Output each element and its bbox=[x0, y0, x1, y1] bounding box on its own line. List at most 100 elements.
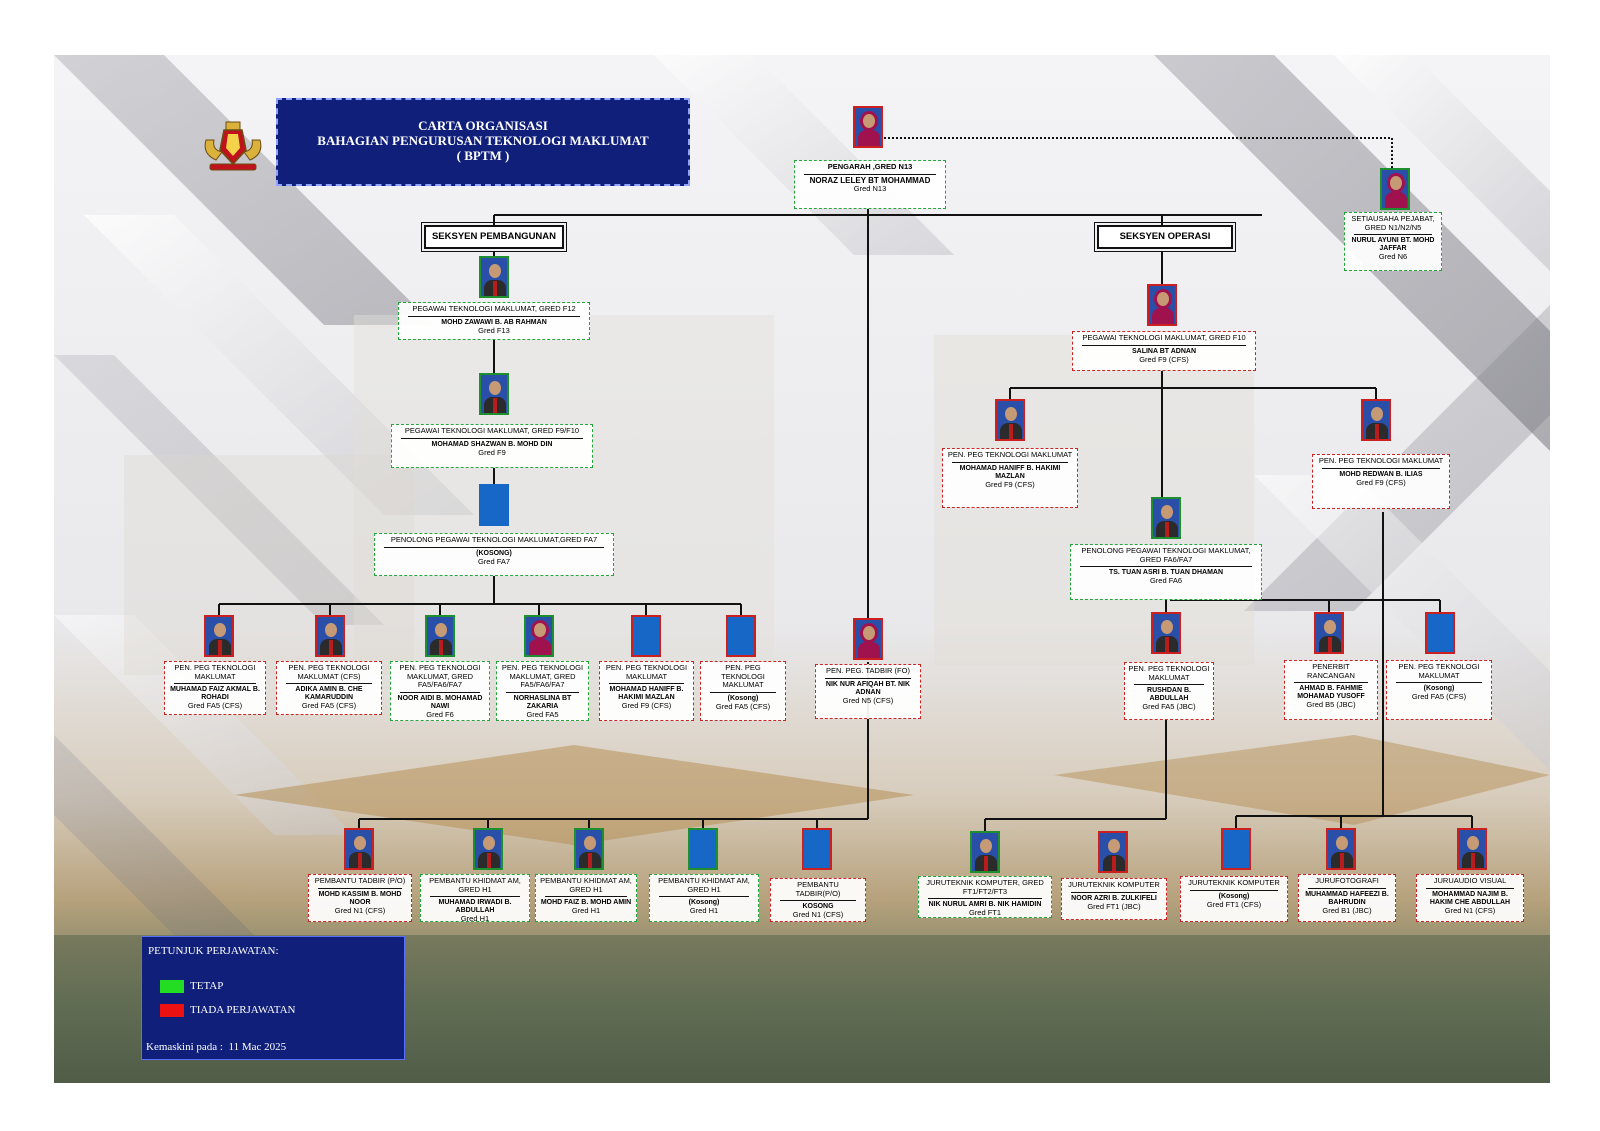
card-name: MOHAMMAD NAJIM B. HAKIM CHE ABDULLAH bbox=[1429, 890, 1511, 906]
updated-label: Kemaskini pada : bbox=[146, 1041, 223, 1053]
bottom-1-card: PEMBANTU TADBIR (P/O) MOHD KASSIM B. MOH… bbox=[308, 874, 412, 922]
bottom-2-photo bbox=[473, 828, 503, 870]
ops-left-officer-photo bbox=[995, 399, 1025, 441]
card-grade: Gred N5 (CFS) bbox=[842, 695, 894, 705]
admin-officer-card: PEN. PEG. TADBIR (FO) NIK NUR AFIQAH BT.… bbox=[815, 664, 921, 719]
card-role: PENERBIT RANCANGAN bbox=[1307, 662, 1355, 680]
card-role: PEMBANTU TADBIR (P/O) bbox=[314, 876, 406, 885]
dev-staff-3-photo bbox=[425, 615, 455, 657]
card-grade: Gred B1 (JBC) bbox=[1322, 905, 1372, 915]
ops-head-photo bbox=[1147, 284, 1177, 326]
dev-staff-5-card: PEN. PEG TEKNOLOGI MAKLUMAT MOHAMAD HANI… bbox=[599, 661, 694, 721]
chart-title-line-1: CARTA ORGANISASI bbox=[418, 118, 548, 133]
card-grade: Gred FA5 (CFS) bbox=[1411, 692, 1467, 701]
card-role: PEN. PEG TEKNOLOGI MAKLUMAT bbox=[605, 663, 688, 681]
card-grade: Gred F9 (CFS) bbox=[985, 479, 1035, 489]
bottom-10-card: JURUAUDIO VISUAL MOHAMMAD NAJIM B. HAKIM… bbox=[1416, 874, 1524, 922]
chart-background bbox=[54, 55, 1550, 1083]
legend-label-no-post: TIADA PERJAWATAN bbox=[190, 1004, 296, 1016]
card-role: JURUFOTOGRAFI bbox=[1315, 876, 1379, 885]
card-role: JURUTEKNIK KOMPUTER bbox=[1188, 878, 1280, 887]
card-role: JURUTEKNIK KOMPUTER bbox=[1068, 880, 1160, 889]
card-name: TS. TUAN ASRI B. TUAN DHAMAN bbox=[1108, 569, 1224, 576]
card-grade: Gred N1 (CFS) bbox=[334, 905, 386, 915]
card-grade: Gred H1 bbox=[689, 906, 719, 915]
card-name: MUHAMMAD HAFEEZI B. BAHRUDIN bbox=[1305, 890, 1389, 906]
card-grade: Gred FA7 bbox=[477, 556, 511, 566]
dev-staff-4-photo bbox=[524, 615, 554, 657]
card-name: NOOR AIDI B. MOHAMAD NAWI bbox=[397, 694, 483, 710]
card-role: PEN. PEG TEKNOLOGI MAKLUMAT bbox=[1318, 456, 1444, 465]
bottom-5-card: PEMBANTU TADBIR(P/O) KOSONG Gred N1 (CFS… bbox=[770, 878, 866, 922]
card-role: PEN. PEG TEKNOLOGI MAKLUMAT bbox=[1398, 662, 1480, 680]
card-grade: Gred FT1 bbox=[968, 908, 1002, 917]
card-grade: Gred FT1 (JBC) bbox=[1087, 901, 1141, 911]
dev-staff-4-card: PEN. PEG TEKNOLOGI MAKLUMAT, GRED FA5/FA… bbox=[496, 661, 589, 721]
card-grade: Gred FA6 bbox=[1149, 576, 1183, 585]
card-role: JURUAUDIO VISUAL bbox=[1433, 876, 1507, 885]
secretary-card: SETIAUSAHA PEJABAT, GRED N1/N2/N5 NURUL … bbox=[1344, 212, 1442, 271]
dev-staff-5-photo-vacant bbox=[631, 615, 661, 657]
card-grade: Gred F9 (CFS) bbox=[1139, 354, 1189, 364]
card-name: MOHD FAIZ B. MOHD AMIN bbox=[540, 899, 632, 906]
dev-staff-2-card: PEN. PEG TEKNOLOGI MAKLUMAT (CFS) ADIKA … bbox=[276, 661, 382, 715]
card-grade: Gred F9 (CFS) bbox=[1356, 477, 1406, 487]
card-grade: Gred N6 bbox=[1378, 252, 1408, 261]
state-crest-icon bbox=[204, 121, 262, 171]
bottom-8-card: JURUTEKNIK KOMPUTER (Kosong) Gred FT1 (C… bbox=[1180, 876, 1288, 922]
director-photo bbox=[853, 106, 883, 148]
card-name: NOOR AZRI B. ZULKIFELI bbox=[1071, 894, 1157, 902]
chart-title-box: CARTA ORGANISASI BAHAGIAN PENGURUSAN TEK… bbox=[276, 98, 690, 186]
card-grade: Gred F6 bbox=[426, 709, 454, 719]
background-art bbox=[54, 55, 1550, 1083]
card-name: MOHD KASSIM B. MOHD NOOR bbox=[318, 890, 402, 906]
card-grade: Gred F9 (CFS) bbox=[621, 701, 672, 710]
bottom-7-photo bbox=[1098, 831, 1128, 873]
card-grade: Gred N1 (CFS) bbox=[1444, 905, 1496, 915]
card-role: PEMBANTU KHIDMAT AM, GRED H1 bbox=[658, 876, 750, 894]
card-name: NIK NUR AFIQAH BT. NIK ADNAN bbox=[825, 680, 911, 696]
bottom-2-card: PEMBANTU KHIDMAT AM, GRED H1 MUHAMAD IRW… bbox=[420, 874, 530, 923]
legend-swatch-permanent bbox=[160, 980, 184, 993]
bottom-4-photo-vacant bbox=[688, 828, 718, 870]
ops-assistant-card: PENOLONG PEGAWAI TEKNOLOGI MAKLUMAT, GRE… bbox=[1070, 544, 1262, 600]
dev-staff-1-photo bbox=[204, 615, 234, 657]
dev-staff-6-card: PEN. PEG TEKNOLOGI MAKLUMAT (Kosong) Gre… bbox=[700, 661, 786, 721]
bottom-8-photo-vacant bbox=[1221, 828, 1251, 870]
chart-title-line-2: BAHAGIAN PENGURUSAN TEKNOLOGI MAKLUMAT bbox=[317, 133, 649, 148]
director-card: PENGARAH ,GRED N13 NORAZ LELEY BT MOHAMM… bbox=[794, 160, 946, 209]
card-role: JURUTEKNIK KOMPUTER, GRED FT1/FT2/FT3 bbox=[926, 878, 1044, 896]
card-role: PEN. PEG TEKNOLOGI MAKLUMAT bbox=[1128, 664, 1210, 682]
bottom-6-card: JURUTEKNIK KOMPUTER, GRED FT1/FT2/FT3 NI… bbox=[918, 876, 1052, 918]
card-role: PENGARAH ,GRED N13 bbox=[827, 162, 913, 171]
card-name: (Kosong) bbox=[1423, 685, 1455, 692]
bottom-7-card: JURUTEKNIK KOMPUTER NOOR AZRI B. ZULKIFE… bbox=[1061, 878, 1167, 920]
card-name: AHMAD B. FAHMIE MOHAMAD YUSOFF bbox=[1297, 685, 1365, 700]
card-role: PEMBANTU KHIDMAT AM, GRED H1 bbox=[540, 876, 632, 894]
card-name: RUSHDAN B. ABDULLAH bbox=[1147, 687, 1191, 702]
card-name: NIK NURUL AMRI B. NIK HAMIDIN bbox=[928, 901, 1042, 908]
dev-officer-card: PEGAWAI TEKNOLOGI MAKLUMAT, GRED F9/F10 … bbox=[391, 424, 593, 468]
card-grade: Gred FT1 (CFS) bbox=[1206, 899, 1262, 909]
chart-title-line-3: ( BPTM ) bbox=[456, 148, 510, 163]
card-name: (KOSONG) bbox=[476, 549, 512, 557]
card-role: PEN. PEG TEKNOLOGI MAKLUMAT, GRED FA5/FA… bbox=[399, 663, 481, 689]
card-grade: Gred FA5 (CFS) bbox=[187, 701, 243, 710]
card-role: PENOLONG PEGAWAI TEKNOLOGI MAKLUMAT, GRE… bbox=[1081, 546, 1251, 564]
dev-officer-photo bbox=[479, 373, 509, 415]
card-grade: Gred H1 bbox=[571, 906, 601, 915]
card-role: SETIAUSAHA PEJABAT, GRED N1/N2/N5 bbox=[1351, 214, 1435, 232]
bottom-3-card: PEMBANTU KHIDMAT AM, GRED H1 MOHD FAIZ B… bbox=[535, 874, 637, 922]
card-name: (Kosong) bbox=[688, 899, 720, 906]
card-name: SALINA BT ADNAN bbox=[1131, 347, 1197, 355]
card-role: PEGAWAI TEKNOLOGI MAKLUMAT, GRED F12 bbox=[412, 304, 576, 313]
ops-left-officer-card: PEN. PEG TEKNOLOGI MAKLUMAT MOHAMAD HANI… bbox=[942, 448, 1078, 508]
dev-head-card: PEGAWAI TEKNOLOGI MAKLUMAT, GRED F12 MOH… bbox=[398, 302, 590, 340]
bottom-4-card: PEMBANTU KHIDMAT AM, GRED H1 (Kosong) Gr… bbox=[649, 874, 759, 922]
card-name: NORHASLINA BT ZAKARIA bbox=[513, 694, 572, 710]
dev-assistant-card: PENOLONG PEGAWAI TEKNOLOGI MAKLUMAT,GRED… bbox=[374, 533, 614, 576]
updated-date: 11 Mac 2025 bbox=[228, 1041, 287, 1053]
card-name: NORAZ LELEY BT MOHAMMAD bbox=[809, 175, 931, 185]
dev-assistant-photo-vacant bbox=[479, 484, 509, 526]
bottom-1-photo bbox=[344, 828, 374, 870]
